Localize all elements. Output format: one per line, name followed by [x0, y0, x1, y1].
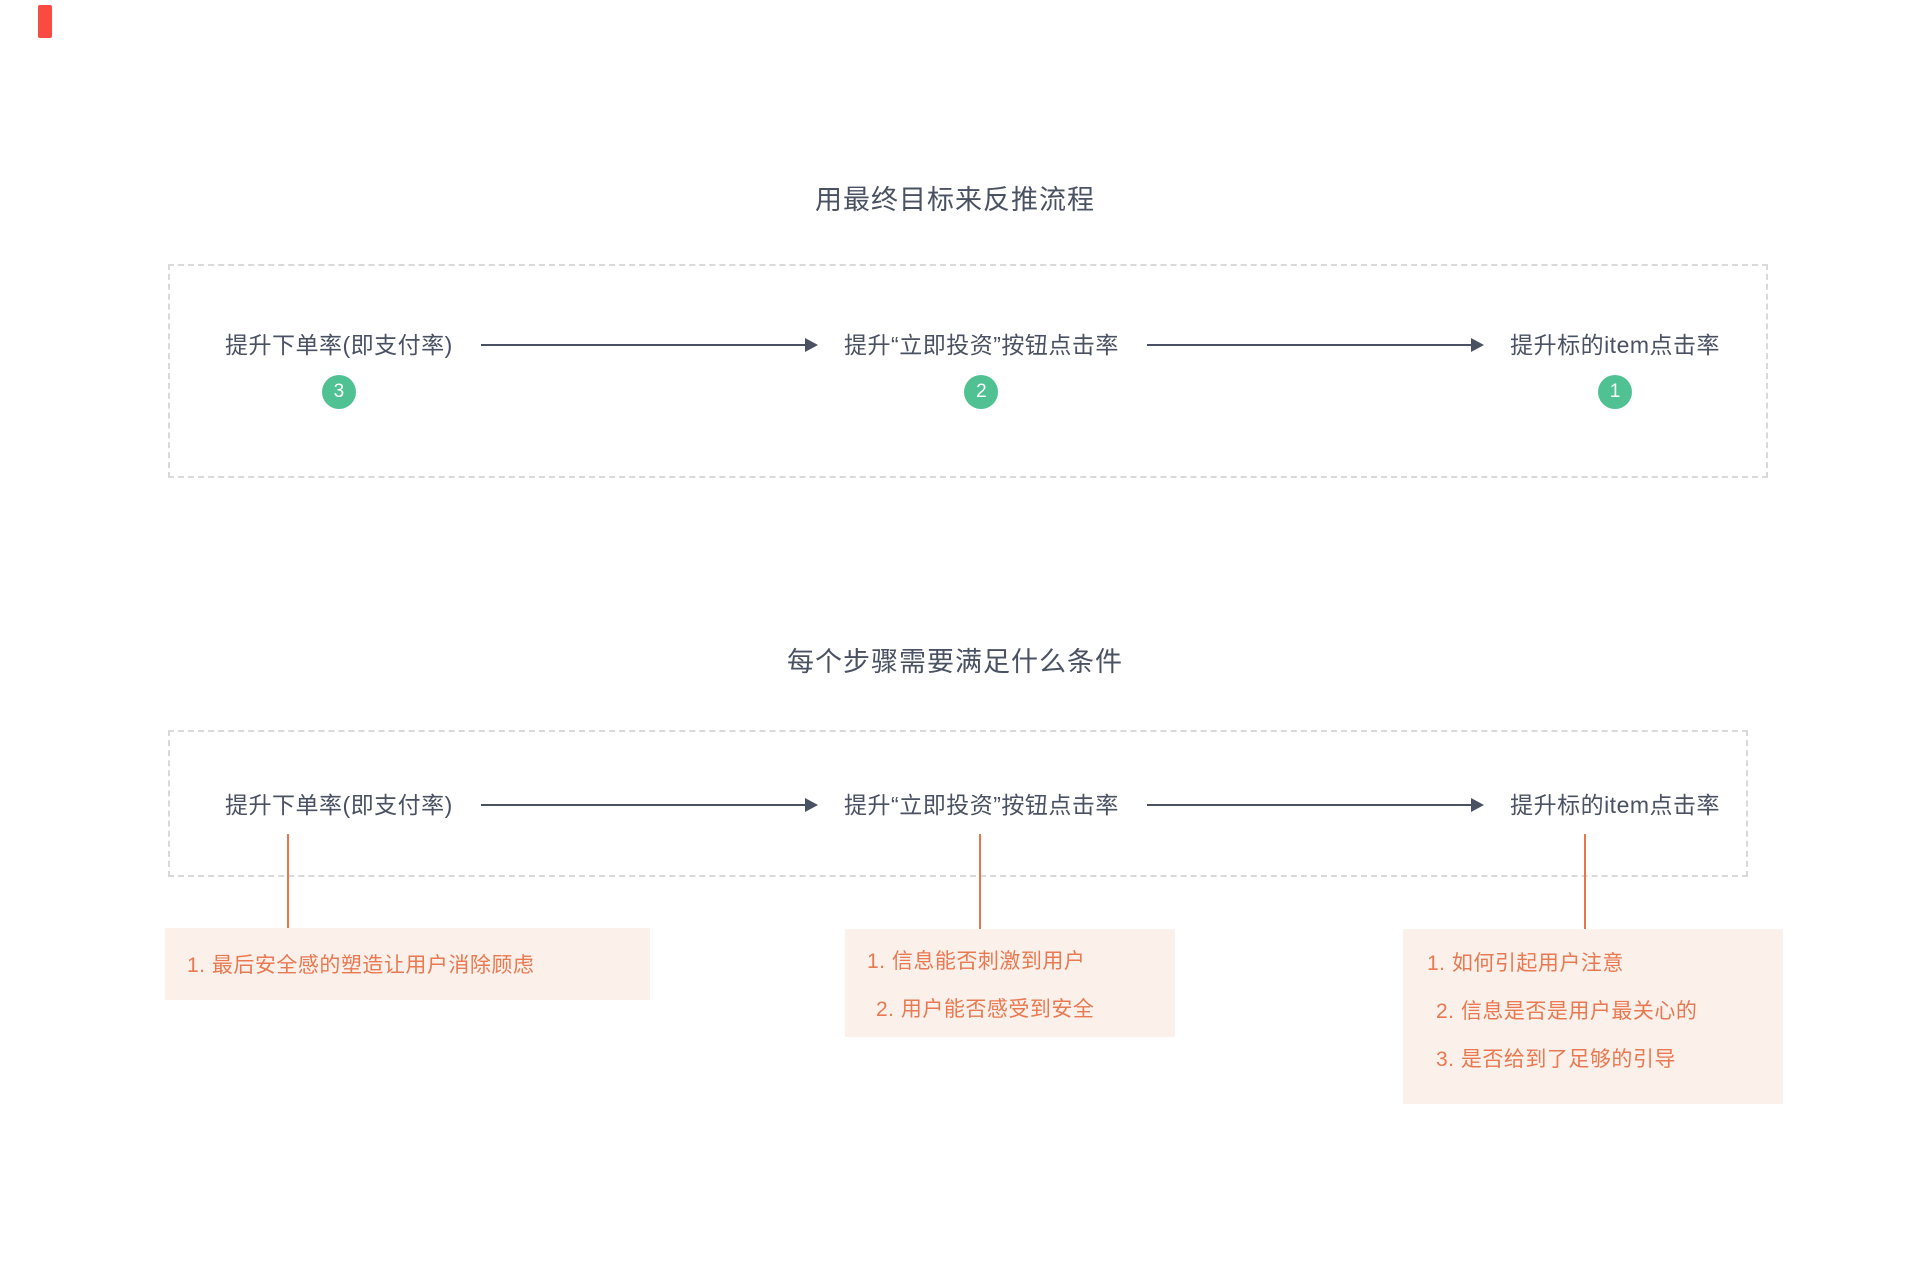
section2-title: 每个步骤需要满足什么条件 — [787, 647, 1123, 677]
flow-node-label: 提升下单率(即支付率) — [225, 792, 453, 818]
flow-node-order-rate: 提升下单率(即支付率) — [225, 788, 453, 822]
note-order-rate: 1. 最后安全感的塑造让用户消除顾虑 — [165, 928, 650, 1000]
note-invest-button: 1. 信息能否刺激到用户 2. 用户能否感受到安全 — [845, 929, 1175, 1037]
step-order-badge: 2 — [964, 375, 999, 409]
note-item: 3. 是否给到了足够的引导 — [1436, 1048, 1676, 1071]
flow-node-label: 提升“立即投资”按钮点击率 — [844, 792, 1119, 818]
note-item: 1. 如何引起用户注意 — [1427, 952, 1624, 975]
flow-node-label: 提升标的item点击率 — [1510, 332, 1721, 358]
flow-node-item-click: 提升标的item点击率 — [1510, 788, 1720, 822]
section2-flow-row: 提升下单率(即支付率) 提升“立即投资”按钮点击率 提升标的item点击率 — [225, 788, 1720, 822]
arrow-right-icon — [480, 798, 819, 812]
arrow-right-icon — [480, 338, 819, 352]
note-item: 2. 用户能否感受到安全 — [876, 998, 1095, 1021]
flow-node-label: 提升标的item点击率 — [1510, 792, 1721, 818]
note-item: 2. 信息是否是用户最关心的 — [1436, 1000, 1698, 1023]
section1-title: 用最终目标来反推流程 — [815, 185, 1095, 215]
note-item-click: 1. 如何引起用户注意 2. 信息是否是用户最关心的 3. 是否给到了足够的引导 — [1403, 929, 1783, 1104]
section2-flow-box — [168, 730, 1748, 877]
flow-node-label: 提升“立即投资”按钮点击率 — [844, 332, 1119, 358]
connector-line — [979, 834, 981, 929]
arrow-right-icon — [1146, 338, 1485, 352]
flow-node-item-click: 提升标的item点击率 1 — [1510, 328, 1720, 409]
flow-node-label: 提升下单率(即支付率) — [225, 332, 453, 358]
section1-flow-box — [168, 264, 1768, 478]
flow-node-order-rate: 提升下单率(即支付率) 3 — [225, 328, 453, 409]
connector-line — [287, 834, 289, 929]
note-item: 1. 最后安全感的塑造让用户消除顾虑 — [187, 954, 535, 977]
arrow-right-icon — [1146, 798, 1485, 812]
flow-node-invest-button: 提升“立即投资”按钮点击率 2 — [844, 328, 1119, 409]
step-order-badge: 1 — [1598, 375, 1633, 409]
section1-flow-row: 提升下单率(即支付率) 3 提升“立即投资”按钮点击率 2 提升标的item点击… — [225, 328, 1720, 409]
flow-node-invest-button: 提升“立即投资”按钮点击率 — [844, 788, 1119, 822]
red-marker — [38, 5, 52, 38]
step-order-badge: 3 — [321, 375, 356, 409]
note-item: 1. 信息能否刺激到用户 — [867, 950, 1086, 973]
connector-line — [1584, 834, 1586, 929]
